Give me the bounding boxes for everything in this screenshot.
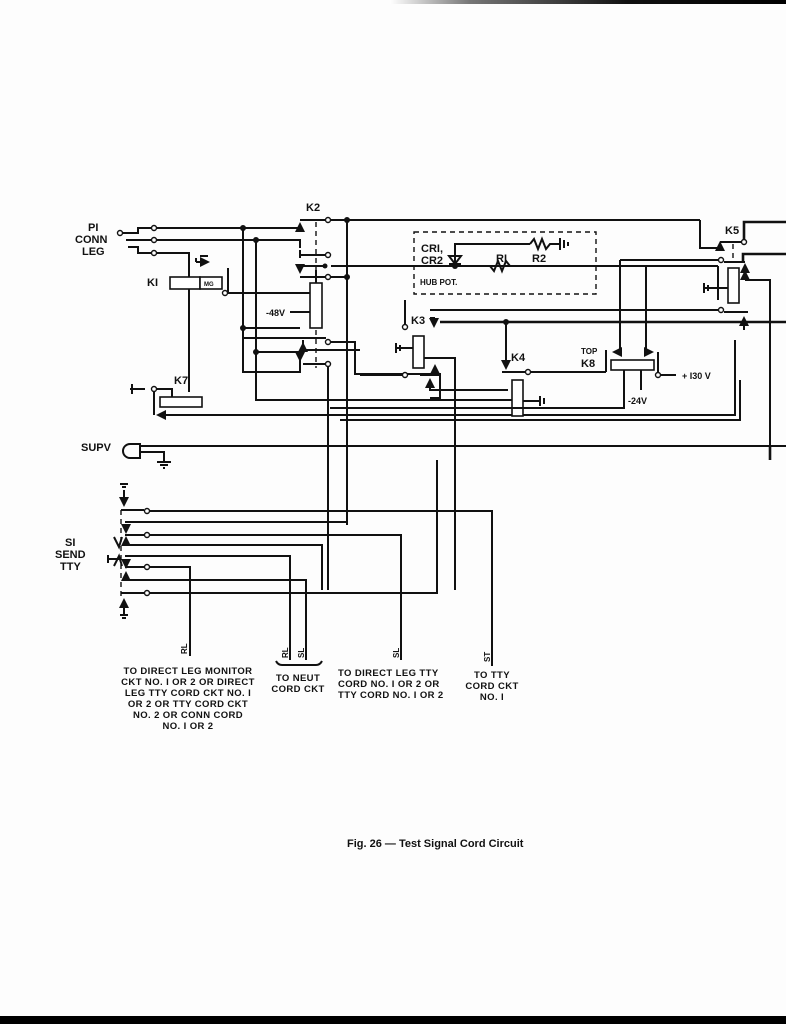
lead-label-rl-monitor: RL (180, 643, 189, 654)
s1-label: SI (65, 537, 75, 549)
note-line: TO NEUT (275, 673, 321, 684)
hub-pot-label: HUB POT. (420, 278, 457, 287)
p1-label: PI (88, 222, 98, 234)
r2-label: R2 (532, 253, 546, 265)
k4-relay (501, 319, 606, 417)
supv-label: SUPV (81, 442, 112, 454)
minus24v-label: -24V (628, 396, 647, 406)
destination-direct-leg-tty: TO DIRECT LEG TTY CORD NO. I OR 2 OR TTY… (338, 668, 462, 701)
k3-relay (360, 300, 508, 590)
k8-relay (330, 260, 719, 409)
plus130v-label: + I30 V (682, 371, 711, 381)
k3-label: K3 (411, 315, 425, 327)
conn-label: CONN (75, 234, 107, 246)
scan-edge-top (390, 0, 786, 4)
k1-label: KI (147, 277, 158, 289)
note-line: CORD CKT (271, 684, 325, 695)
k4-label: K4 (511, 352, 526, 364)
note-line: NO. 2 OR CONN CORD (132, 710, 244, 721)
leg-label: LEG (82, 246, 105, 258)
destination-direct-leg-monitor: TO DIRECT LEG MONITOR CKT NO. I OR 2 OR … (118, 666, 258, 732)
note-line: TO TTY (473, 670, 510, 681)
send-label: SEND (55, 549, 86, 561)
note-line: NO. I OR 2 (162, 721, 214, 732)
s1-send-tty-key (107, 460, 493, 640)
bus-243-lower (242, 338, 301, 373)
neut-brace (275, 660, 323, 666)
note-line: CKT NO. I OR 2 OR DIRECT (121, 677, 255, 688)
note-line: CORD NO. I OR 2 OR (338, 679, 440, 690)
lead-label-sl-neut: SL (297, 648, 306, 658)
note-line: CORD CKT (465, 681, 519, 692)
cr1-label: CRI, (421, 243, 443, 255)
figure-caption: Fig. 26 — Test Signal Cord Circuit (347, 838, 524, 850)
supv-lamp (122, 443, 786, 469)
k2-relay (243, 216, 718, 590)
lead-label-st: ST (483, 652, 492, 662)
wire-return (340, 380, 741, 421)
destination-tty-cord: TO TTY CORD CKT NO. I (462, 670, 522, 703)
lead-label-rl-neut: RL (281, 647, 290, 658)
scan-edge-bottom (0, 1016, 786, 1024)
wire-ring (157, 239, 301, 248)
k7-relay (130, 340, 736, 420)
minus48v-label: -48V (266, 308, 285, 318)
k1-relay (169, 255, 310, 392)
destination-neut-cord: TO NEUT CORD CKT (266, 673, 330, 695)
note-line: LEG TTY CORD CKT NO. I (124, 688, 252, 699)
k5-relay (430, 220, 786, 460)
note-line: NO. I (479, 692, 505, 703)
tty-label: TTY (60, 561, 81, 573)
note-line: TO DIRECT LEG TTY (338, 668, 439, 679)
k7-label: K7 (174, 375, 188, 387)
hub-pot-network (413, 231, 597, 295)
wire-sleeve (157, 252, 190, 280)
note-line: OR 2 OR TTY CORD CKT (127, 699, 249, 710)
p1-conn-leg-jack (116, 224, 158, 257)
note-line: TTY CORD NO. I OR 2 (338, 690, 444, 701)
k1-mg-label: MG (204, 282, 214, 288)
lead-label-sl-tty: SL (392, 648, 401, 658)
r1-label: RI (496, 253, 507, 265)
k5-label: K5 (725, 225, 739, 237)
note-line: TO DIRECT LEG MONITOR (123, 666, 253, 677)
k8-top-label: TOP (581, 347, 598, 356)
cr2-label: CR2 (421, 255, 443, 267)
k2-label: K2 (306, 202, 320, 214)
k8-label: K8 (581, 358, 595, 370)
